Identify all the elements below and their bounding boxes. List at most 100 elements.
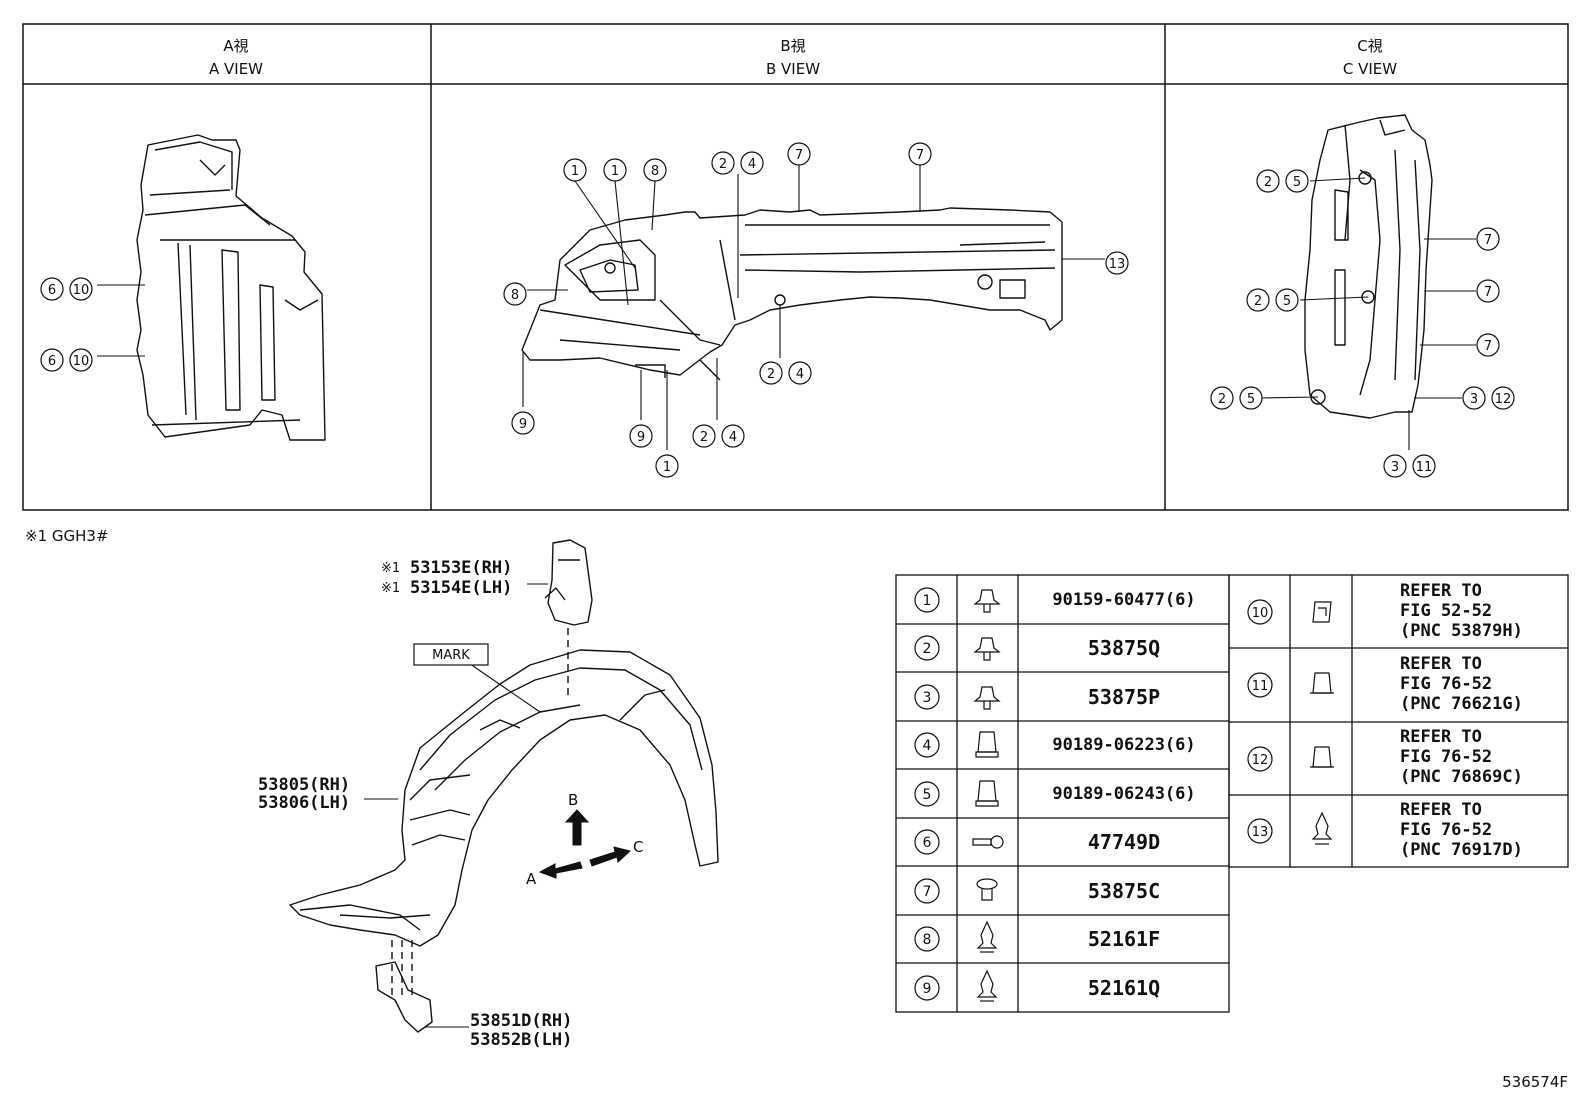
part-53852b: 53852B(LH) — [470, 1030, 572, 1050]
part-number: 47749D — [1088, 830, 1160, 854]
callout-c-4: 7 — [1476, 227, 1500, 251]
clip-fir-tree-icon — [976, 969, 998, 1002]
callout-num: 7 — [1484, 233, 1492, 248]
arrow-a — [538, 861, 583, 879]
callout-num: 7 — [1484, 285, 1492, 300]
refer-line: FIG 76-52 — [1400, 820, 1492, 840]
fastener-row-7: 7 53875C — [914, 878, 1160, 904]
c-view-liner-drawing — [1304, 114, 1433, 419]
callout-num: 3 — [1470, 392, 1478, 407]
part-53806: 53806(LH) — [258, 793, 350, 813]
view-headers: A視 A VIEW B視 B VIEW C視 C VIEW — [209, 37, 1397, 78]
callout-num: 2 — [767, 367, 775, 382]
fastener-row-4: 4 90189-06223(6) — [914, 731, 1196, 758]
callout-num: 8 — [651, 164, 659, 179]
callout-num: 4 — [796, 367, 804, 382]
row-num: 1 — [923, 593, 932, 609]
star-note-lh: ※1 — [381, 581, 400, 596]
refer-line: (PNC 76869C) — [1400, 767, 1523, 787]
refer-line: REFER TO — [1400, 654, 1482, 674]
row-num: 5 — [923, 787, 932, 803]
figure-id: 536574F — [1502, 1073, 1568, 1091]
callout-c-1: 2 5 — [1256, 169, 1309, 193]
fastener-table — [895, 574, 1569, 1013]
callout-num: 4 — [748, 157, 756, 172]
callout-num: 6 — [48, 354, 56, 369]
a-view-liner-drawing — [136, 134, 326, 441]
callout-num: 8 — [511, 288, 519, 303]
direction-arrows — [538, 809, 632, 879]
callout-num: 1 — [571, 164, 579, 179]
callout-num: 13 — [1109, 257, 1126, 272]
callout-num: 5 — [1293, 175, 1301, 190]
refer-line: REFER TO — [1400, 727, 1482, 747]
callout-num: 10 — [73, 283, 90, 298]
callout-num: 2 — [700, 430, 708, 445]
fastener-row-11: 11 REFER TO FIG 76-52 (PNC 76621G) — [1247, 654, 1523, 714]
fastener-row-13: 13 REFER TO FIG 76-52 (PNC 76917D) — [1247, 800, 1523, 860]
main-leaders — [364, 583, 548, 1028]
fender-liner-drawing — [289, 539, 719, 1033]
callout-num: 11 — [1416, 460, 1433, 475]
part-number: 53875C — [1088, 879, 1160, 903]
callout-num: 3 — [1391, 460, 1399, 475]
callout-b-5: 7 — [787, 142, 811, 166]
screw-icon — [972, 835, 1004, 849]
mark-box — [413, 643, 489, 666]
c-view-title-en: C VIEW — [1343, 60, 1397, 78]
dir-b-label: B — [568, 791, 578, 809]
fastener-row-3: 3 53875P — [914, 684, 1160, 710]
a-view-title-en: A VIEW — [209, 60, 263, 78]
callout-b-13: 2 4 — [692, 424, 745, 448]
part-number: 90189-06243(6) — [1052, 784, 1195, 804]
clip-round-icon — [976, 878, 998, 901]
fastener-row-5: 5 90189-06243(6) — [914, 780, 1196, 807]
part-53153e: 53153E(RH) — [410, 558, 512, 578]
row-num: 4 — [923, 738, 932, 754]
callout-b-1: 1 — [563, 158, 587, 182]
view-panels — [22, 23, 1569, 511]
arrow-c — [589, 846, 632, 867]
callout-c-7: 3 12 — [1462, 386, 1515, 410]
callout-num: 2 — [1254, 294, 1262, 309]
arrow-b — [564, 809, 590, 846]
clip-push-icon — [973, 686, 1001, 710]
c-view-callouts: 2 5 2 5 2 5 7 7 7 3 12 3 11 — [1210, 169, 1515, 478]
part-number: 90189-06223(6) — [1052, 735, 1195, 755]
callout-b-11: 9 — [629, 424, 653, 448]
callout-b-4: 2 4 — [711, 151, 764, 175]
part-number: 52161F — [1088, 927, 1160, 951]
callout-num: 9 — [637, 430, 645, 445]
callout-num: 7 — [795, 148, 803, 163]
refer-line: (PNC 53879H) — [1400, 621, 1523, 641]
fastener-rows-right: 10 REFER TO FIG 52-52 (PNC 53879H) 11 RE… — [1247, 581, 1523, 860]
callout-c-8: 3 11 — [1383, 454, 1436, 478]
clip-push-icon — [973, 589, 1001, 613]
fastener-row-10: 10 REFER TO FIG 52-52 (PNC 53879H) — [1247, 581, 1523, 641]
callout-b-6: 7 — [908, 142, 932, 166]
row-num: 2 — [923, 641, 932, 657]
fastener-row-12: 12 REFER TO FIG 76-52 (PNC 76869C) — [1247, 727, 1523, 787]
a-view-title-jp: A視 — [223, 37, 248, 55]
callout-num: 2 — [1264, 175, 1272, 190]
callout-num: 9 — [519, 417, 527, 432]
fastener-row-2: 2 53875Q — [914, 635, 1160, 661]
part-53805: 53805(RH) — [258, 775, 350, 795]
callout-num: 6 — [48, 283, 56, 298]
callout-c-6: 7 — [1476, 333, 1500, 357]
callout-num: 1 — [663, 460, 671, 475]
mark-label: MARK — [432, 648, 470, 663]
row-num: 6 — [923, 835, 932, 851]
callout-b-7: 13 — [1105, 251, 1129, 275]
callout-b-8: 8 — [503, 282, 527, 306]
fastener-row-6: 6 47749D — [914, 829, 1160, 855]
grommet-nut-icon — [975, 780, 999, 807]
callout-num: 2 — [719, 157, 727, 172]
refer-line: REFER TO — [1400, 800, 1482, 820]
b-view-title-jp: B視 — [780, 37, 805, 55]
row-num: 11 — [1252, 679, 1269, 694]
clip-bracket-icon — [1312, 601, 1332, 623]
callout-num: 4 — [729, 430, 737, 445]
callout-a-2: 6 10 — [40, 348, 93, 372]
